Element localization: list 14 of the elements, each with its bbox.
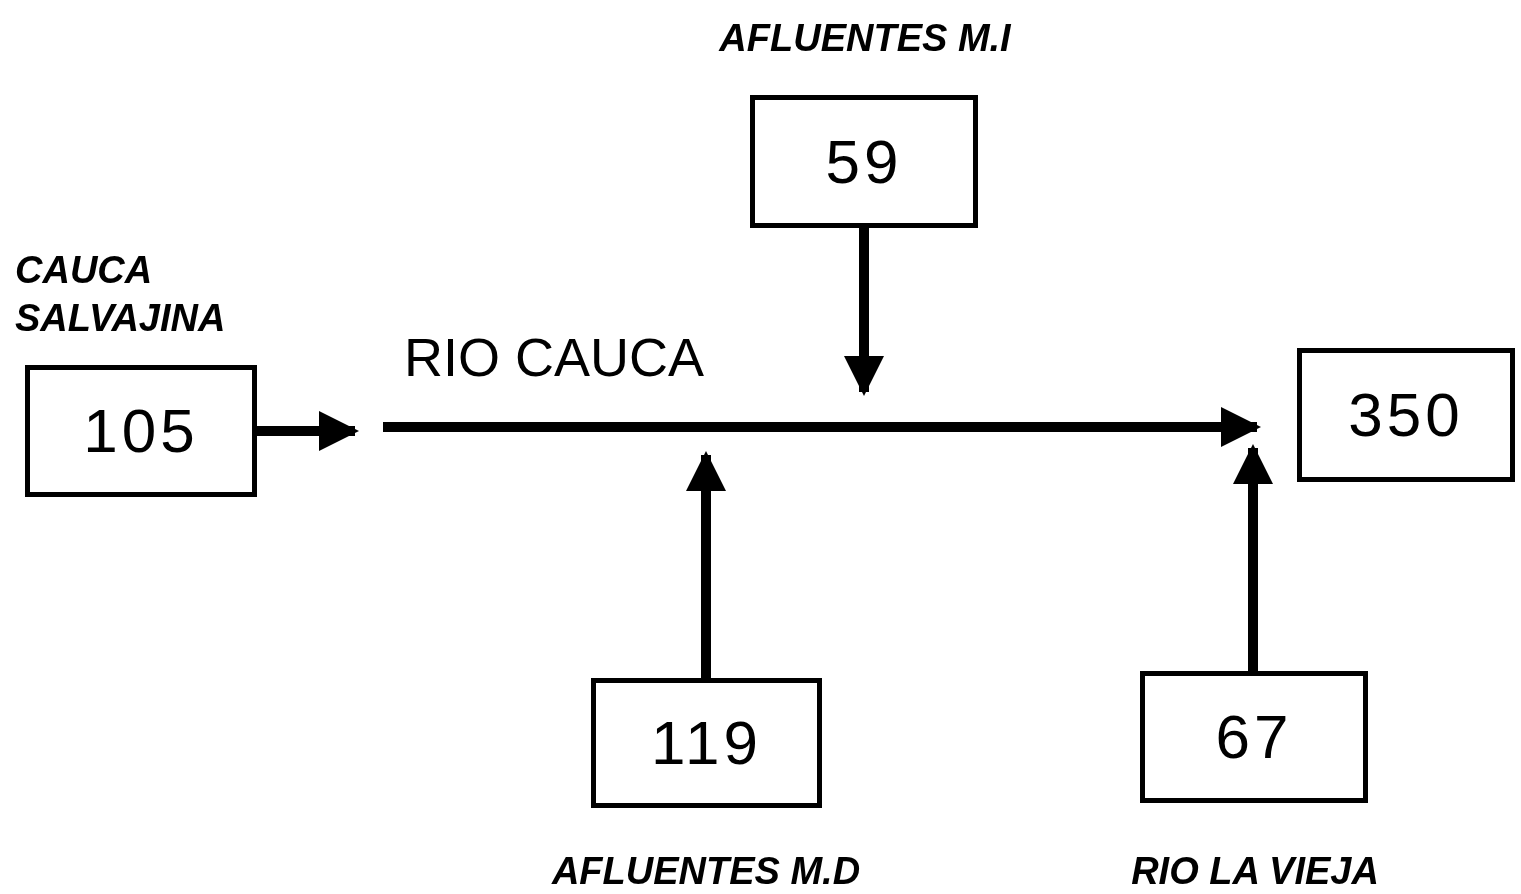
value-box: 350 <box>1297 348 1515 482</box>
value-box: 67 <box>1140 671 1368 803</box>
arrow <box>1233 444 1273 671</box>
node-heading: CAUCA SALVAJINA <box>15 248 227 341</box>
value-box: 119 <box>591 678 822 808</box>
node-heading: RIO LA VIEJA <box>1130 849 1380 894</box>
arrow <box>383 407 1261 447</box>
arrow <box>686 451 726 678</box>
node-heading: AFLUENTES M.D <box>550 849 862 894</box>
value-box: 105 <box>25 365 257 497</box>
arrow <box>257 411 359 451</box>
node-heading: AFLUENTES M.I <box>717 16 1012 61</box>
value-box: 59 <box>750 95 978 228</box>
arrow <box>844 228 884 396</box>
